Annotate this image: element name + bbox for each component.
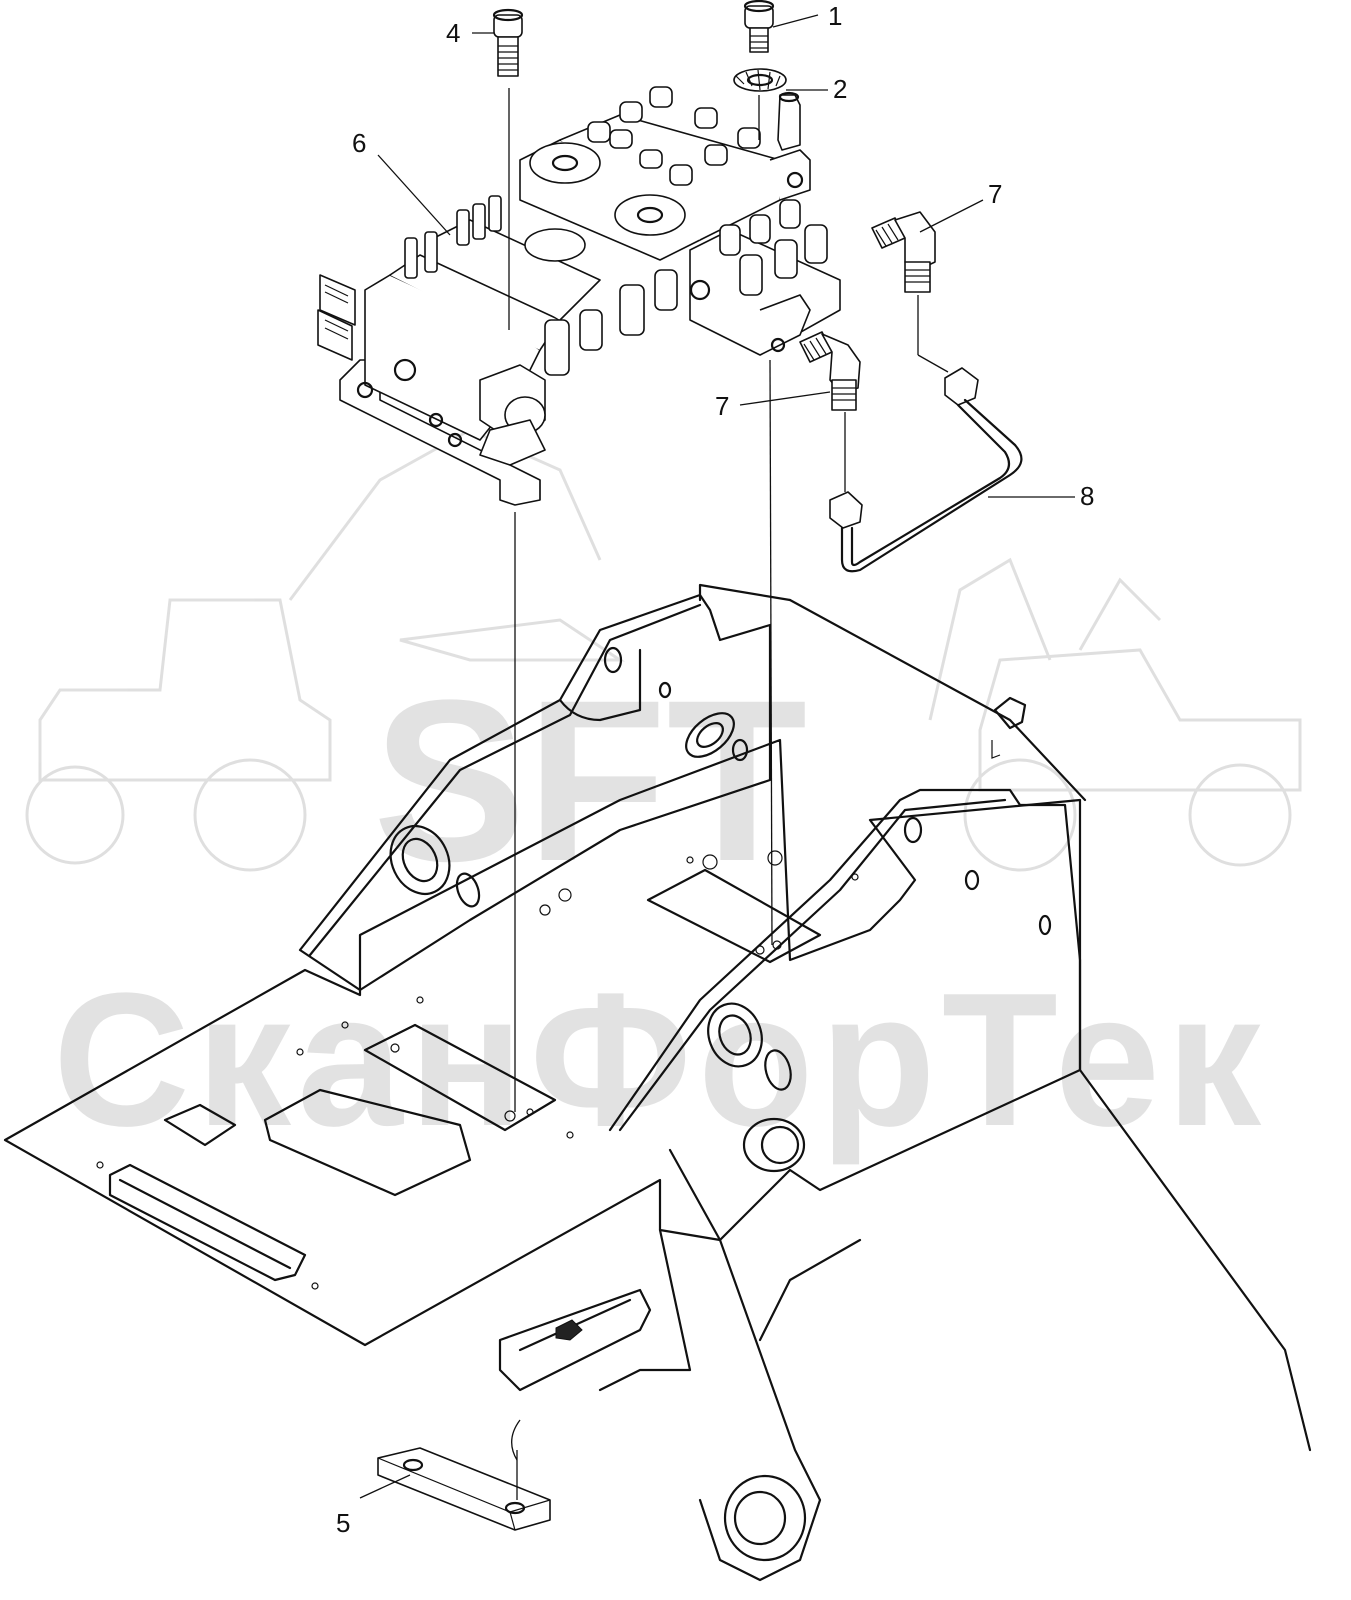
mount-plate-left	[363, 1023, 557, 1132]
callouts: 1 2 4 5 6 7 7 8	[336, 1, 1094, 1538]
mount-plate-right	[646, 868, 822, 964]
callout-7-lower: 7	[715, 391, 729, 421]
assembly-lines	[508, 88, 949, 1500]
elbow-fitting-7-lower	[799, 331, 861, 411]
callout-8: 8	[1080, 481, 1094, 511]
callout-2: 2	[833, 74, 847, 104]
callout-1: 1	[828, 1, 842, 31]
callout-4: 4	[446, 18, 460, 48]
control-valve-assembly	[317, 86, 841, 506]
right-arm	[608, 788, 1312, 1452]
callout-6: 6	[352, 128, 366, 158]
spacer-plate	[377, 1447, 551, 1531]
callout-leaders	[359, 14, 1075, 1499]
bolt-1	[743, 0, 775, 53]
watermark-tractor-right-icon	[928, 557, 1302, 872]
loader-frame	[3, 583, 1312, 1582]
callout-5: 5	[336, 1508, 350, 1538]
watermark-brand: SFT	[373, 652, 807, 909]
bolt-4	[492, 8, 524, 77]
lift-eye	[993, 696, 1027, 730]
lock-washer-2	[733, 68, 787, 92]
base-plate	[3, 738, 1082, 1347]
elbow-fitting-7-upper	[871, 211, 936, 293]
hydraulic-pipe-8	[829, 367, 1023, 573]
pivot-boss	[723, 1474, 807, 1562]
watermark: SFT СканФорТек	[25, 428, 1302, 1166]
watermark-company: СканФорТек	[53, 954, 1267, 1166]
callout-7-upper: 7	[988, 179, 1002, 209]
